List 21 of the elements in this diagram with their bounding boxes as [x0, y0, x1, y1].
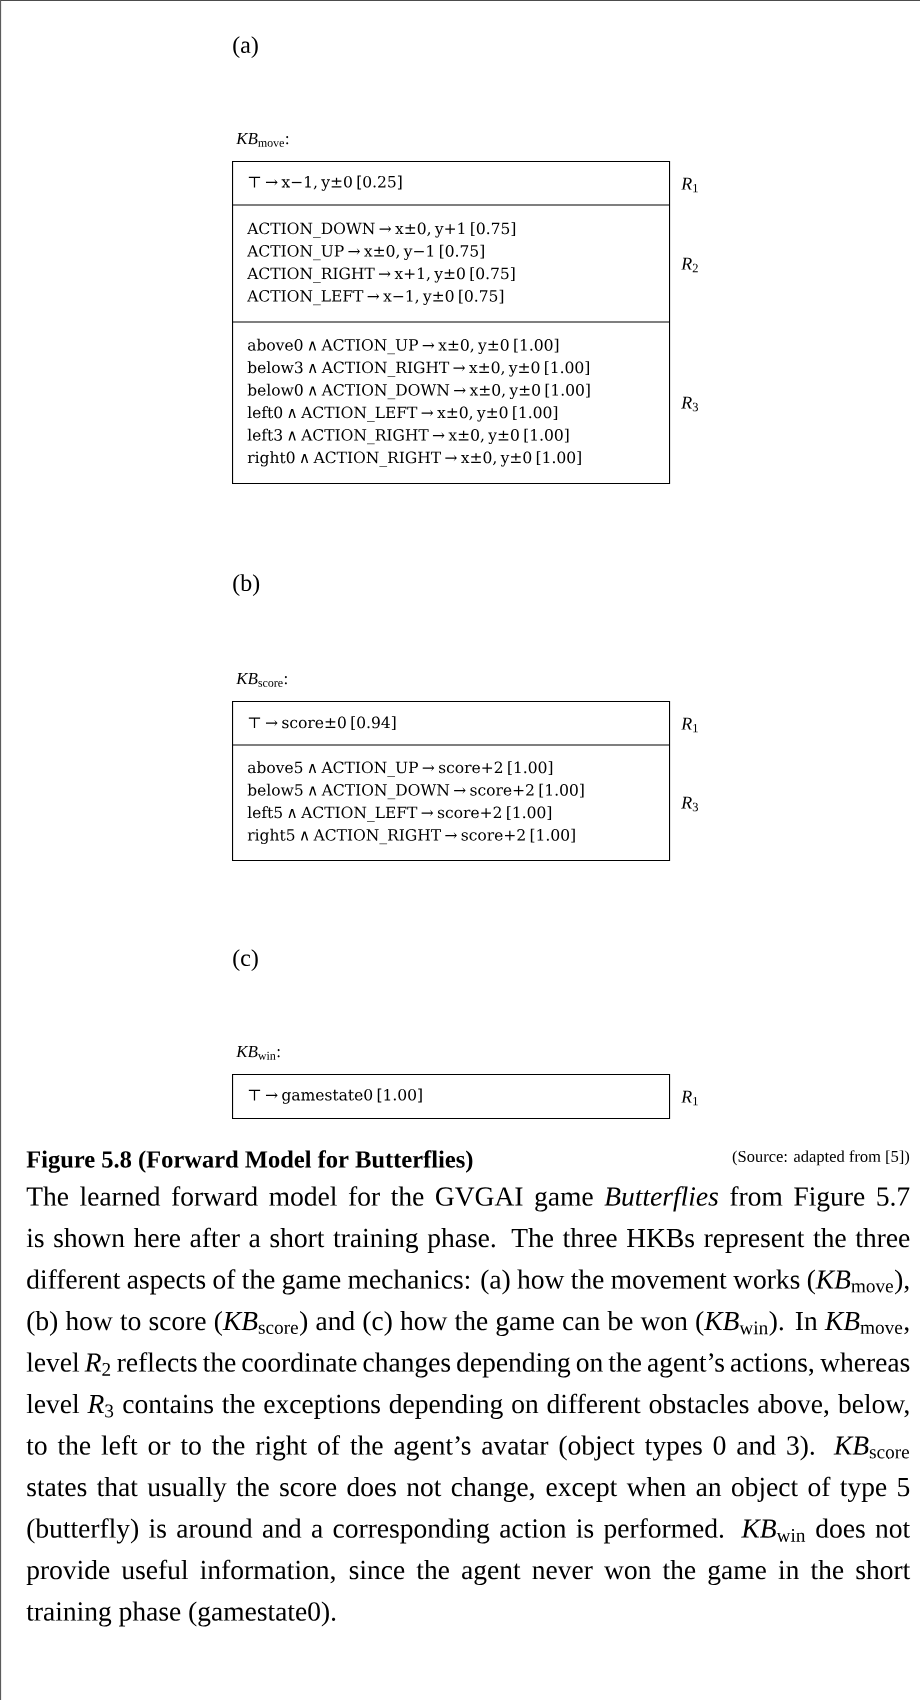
- level-label: R$_{1}$: [681, 717, 698, 733]
- rule-row: above5 ∧ ACTION_UP → score+2 [1.00] below5 ∧ ACTION_DOWN → score+2 [1.00] left5 ∧ ACTION_LEFT → score+2 [1.00] right5 ∧ ACTION_RIGHT → score+2 [1.00]: [247, 761, 584, 845]
- panel-label: (c): [233, 949, 258, 971]
- figure-title: Figure 5.8 (Forward Model for Butterflies): [26, 1150, 473, 1173]
- level-label: R$_{2}$: [681, 257, 698, 273]
- node-label: KB$_{move}$:: [236, 132, 289, 147]
- level-label: R$_{3}$: [681, 396, 698, 412]
- panel-label: (b): [233, 574, 260, 596]
- caption-paragraph: The learned forward model for the GVGAI game Butterflies from Figure 5.7 is shown here after a short training phase. The three HKBs represent the three different aspects of the game mechanics: (a) how the movement works (KB$_{move}$), (b) how to score (KB$_{score}$) and (c) how the game can be won (KB$_{win}$). In KB$_{move}$, level R$_{2}$ reflects the coordinate changes depending on the agent’s actions, whereas level R$_{3}$ contains the exceptions depending on different obstacles above, below, to the left or to the right of the agent’s avatar (object types 0 and 3). KB$_{score}$ states that usually the score does not change, except when an object of type 5 (butterfly) is around and a corresponding action is performed. KB$_{win}$ does not provide useful information, since the agent never won the game in the short training phase (gamestate0).: [26, 1186, 911, 1627]
- rule-row: ⊤ → gamestate0 [1.00]: [248, 1088, 422, 1104]
- rule-row: above0 ∧ ACTION_UP → x±0, y±0 [1.00] below3 ∧ ACTION_RIGHT → x±0, y±0 [1.00] below0 ∧ ACTION_DOWN → x±0, y±0 [1.00] left0 ∧ ACTION_LEFT → x±0, y±0 [1.00] left3 ∧ ACTION_RIGHT → x±0, y±0 [1.00] right0 ∧ ACTION_RIGHT → x±0, y±0 [1.00]: [247, 338, 590, 467]
- node-label: KB$_{win}$:: [236, 1045, 280, 1060]
- panel-label: (a): [233, 36, 258, 58]
- level-label: R$_{3}$: [681, 796, 698, 812]
- node-label: KB$_{score}$:: [236, 672, 287, 687]
- rule-row: ACTION_DOWN → x±0, y+1 [0.75] ACTION_UP → x±0, y−1 [0.75] ACTION_RIGHT → x+1, y±0 [0.75] ACTION_LEFT → x−1, y±0 [0.75]: [247, 222, 516, 306]
- rule-row: ⊤ → score±0 [0.94]: [248, 716, 396, 731]
- source-note: (Source: adapted from [5]): [732, 1150, 910, 1166]
- rule-row: ⊤ → x−1, y±0 [0.25]: [248, 175, 402, 191]
- level-label: R$_{1}$: [681, 177, 698, 193]
- level-label: R$_{1}$: [681, 1090, 698, 1106]
